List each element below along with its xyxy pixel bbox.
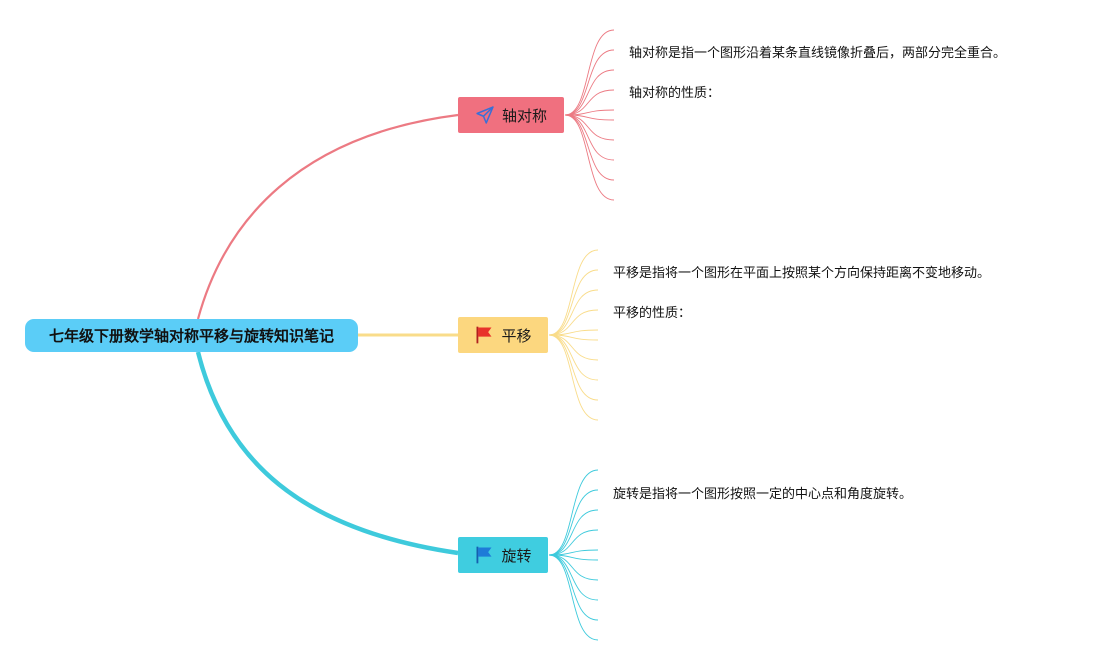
leaf-line-axis-6: [564, 114, 615, 141]
leaf-line-rotation-6: [548, 554, 599, 581]
leaf-line-translation-2: [548, 289, 599, 336]
leaf-line-rotation-0: [548, 469, 599, 556]
root-topic-label: 七年级下册数学轴对称平移与旋转知识笔记: [48, 327, 334, 345]
note-rotation-definition: 旋转是指将一个图形按照一定的中心点和角度旋转。: [613, 487, 913, 502]
leaf-line-translation-3: [548, 309, 599, 336]
leaf-line-translation-0: [548, 249, 599, 336]
link-root-rotation: [195, 351, 459, 556]
leaf-line-rotation-9: [548, 554, 599, 641]
flag-icon: [474, 545, 494, 565]
flag-icon: [474, 325, 494, 345]
leaf-fan-translate: [548, 249, 599, 421]
leaf-line-axis-8: [564, 114, 615, 181]
send-icon: [475, 105, 495, 125]
leaf-line-translation-8: [548, 334, 599, 401]
leaf-line-translation-1: [548, 269, 599, 336]
leaf-line-rotation-3: [548, 529, 599, 556]
leaf-fan-rotate: [548, 469, 599, 641]
note-translation-properties: 平移的性质：: [613, 306, 692, 321]
leaf-line-axis-7: [564, 114, 615, 161]
note-axis-properties: 轴对称的性质：: [629, 86, 721, 101]
leaf-line-rotation-8: [548, 554, 599, 621]
branch-topic-axis-symmetry[interactable]: 轴对称: [458, 97, 564, 133]
branch-links: [195, 113, 459, 556]
branch-topic-rotation[interactable]: 旋转: [458, 537, 548, 573]
branch-topic-label: 平移: [501, 326, 532, 345]
leaf-line-axis-3: [564, 89, 615, 116]
leaf-line-translation-9: [548, 334, 599, 421]
branch-topic-label: 旋转: [501, 546, 532, 565]
leaf-line-axis-1: [564, 49, 615, 116]
link-root-axis: [196, 113, 459, 320]
root-topic[interactable]: 七年级下册数学轴对称平移与旋转知识笔记: [25, 319, 358, 352]
leaf-line-axis-2: [564, 69, 615, 116]
branch-topic-translation[interactable]: 平移: [458, 317, 548, 353]
leaf-line-rotation-7: [548, 554, 599, 601]
branch-topic-label: 轴对称: [501, 106, 547, 125]
leaf-line-axis-9: [564, 114, 615, 201]
leaf-line-translation-6: [548, 334, 599, 361]
note-translation-definition: 平移是指将一个图形在平面上按照某个方向保持距离不变地移动。: [613, 266, 991, 281]
leaf-line-axis-0: [564, 29, 615, 116]
leaf-line-rotation-1: [548, 489, 599, 556]
leaf-line-translation-7: [548, 334, 599, 381]
leaf-fan-axis: [564, 29, 615, 201]
note-axis-definition: 轴对称是指一个图形沿着某条直线镜像折叠后，两部分完全重合。: [629, 46, 1007, 61]
leaf-line-rotation-2: [548, 509, 599, 556]
